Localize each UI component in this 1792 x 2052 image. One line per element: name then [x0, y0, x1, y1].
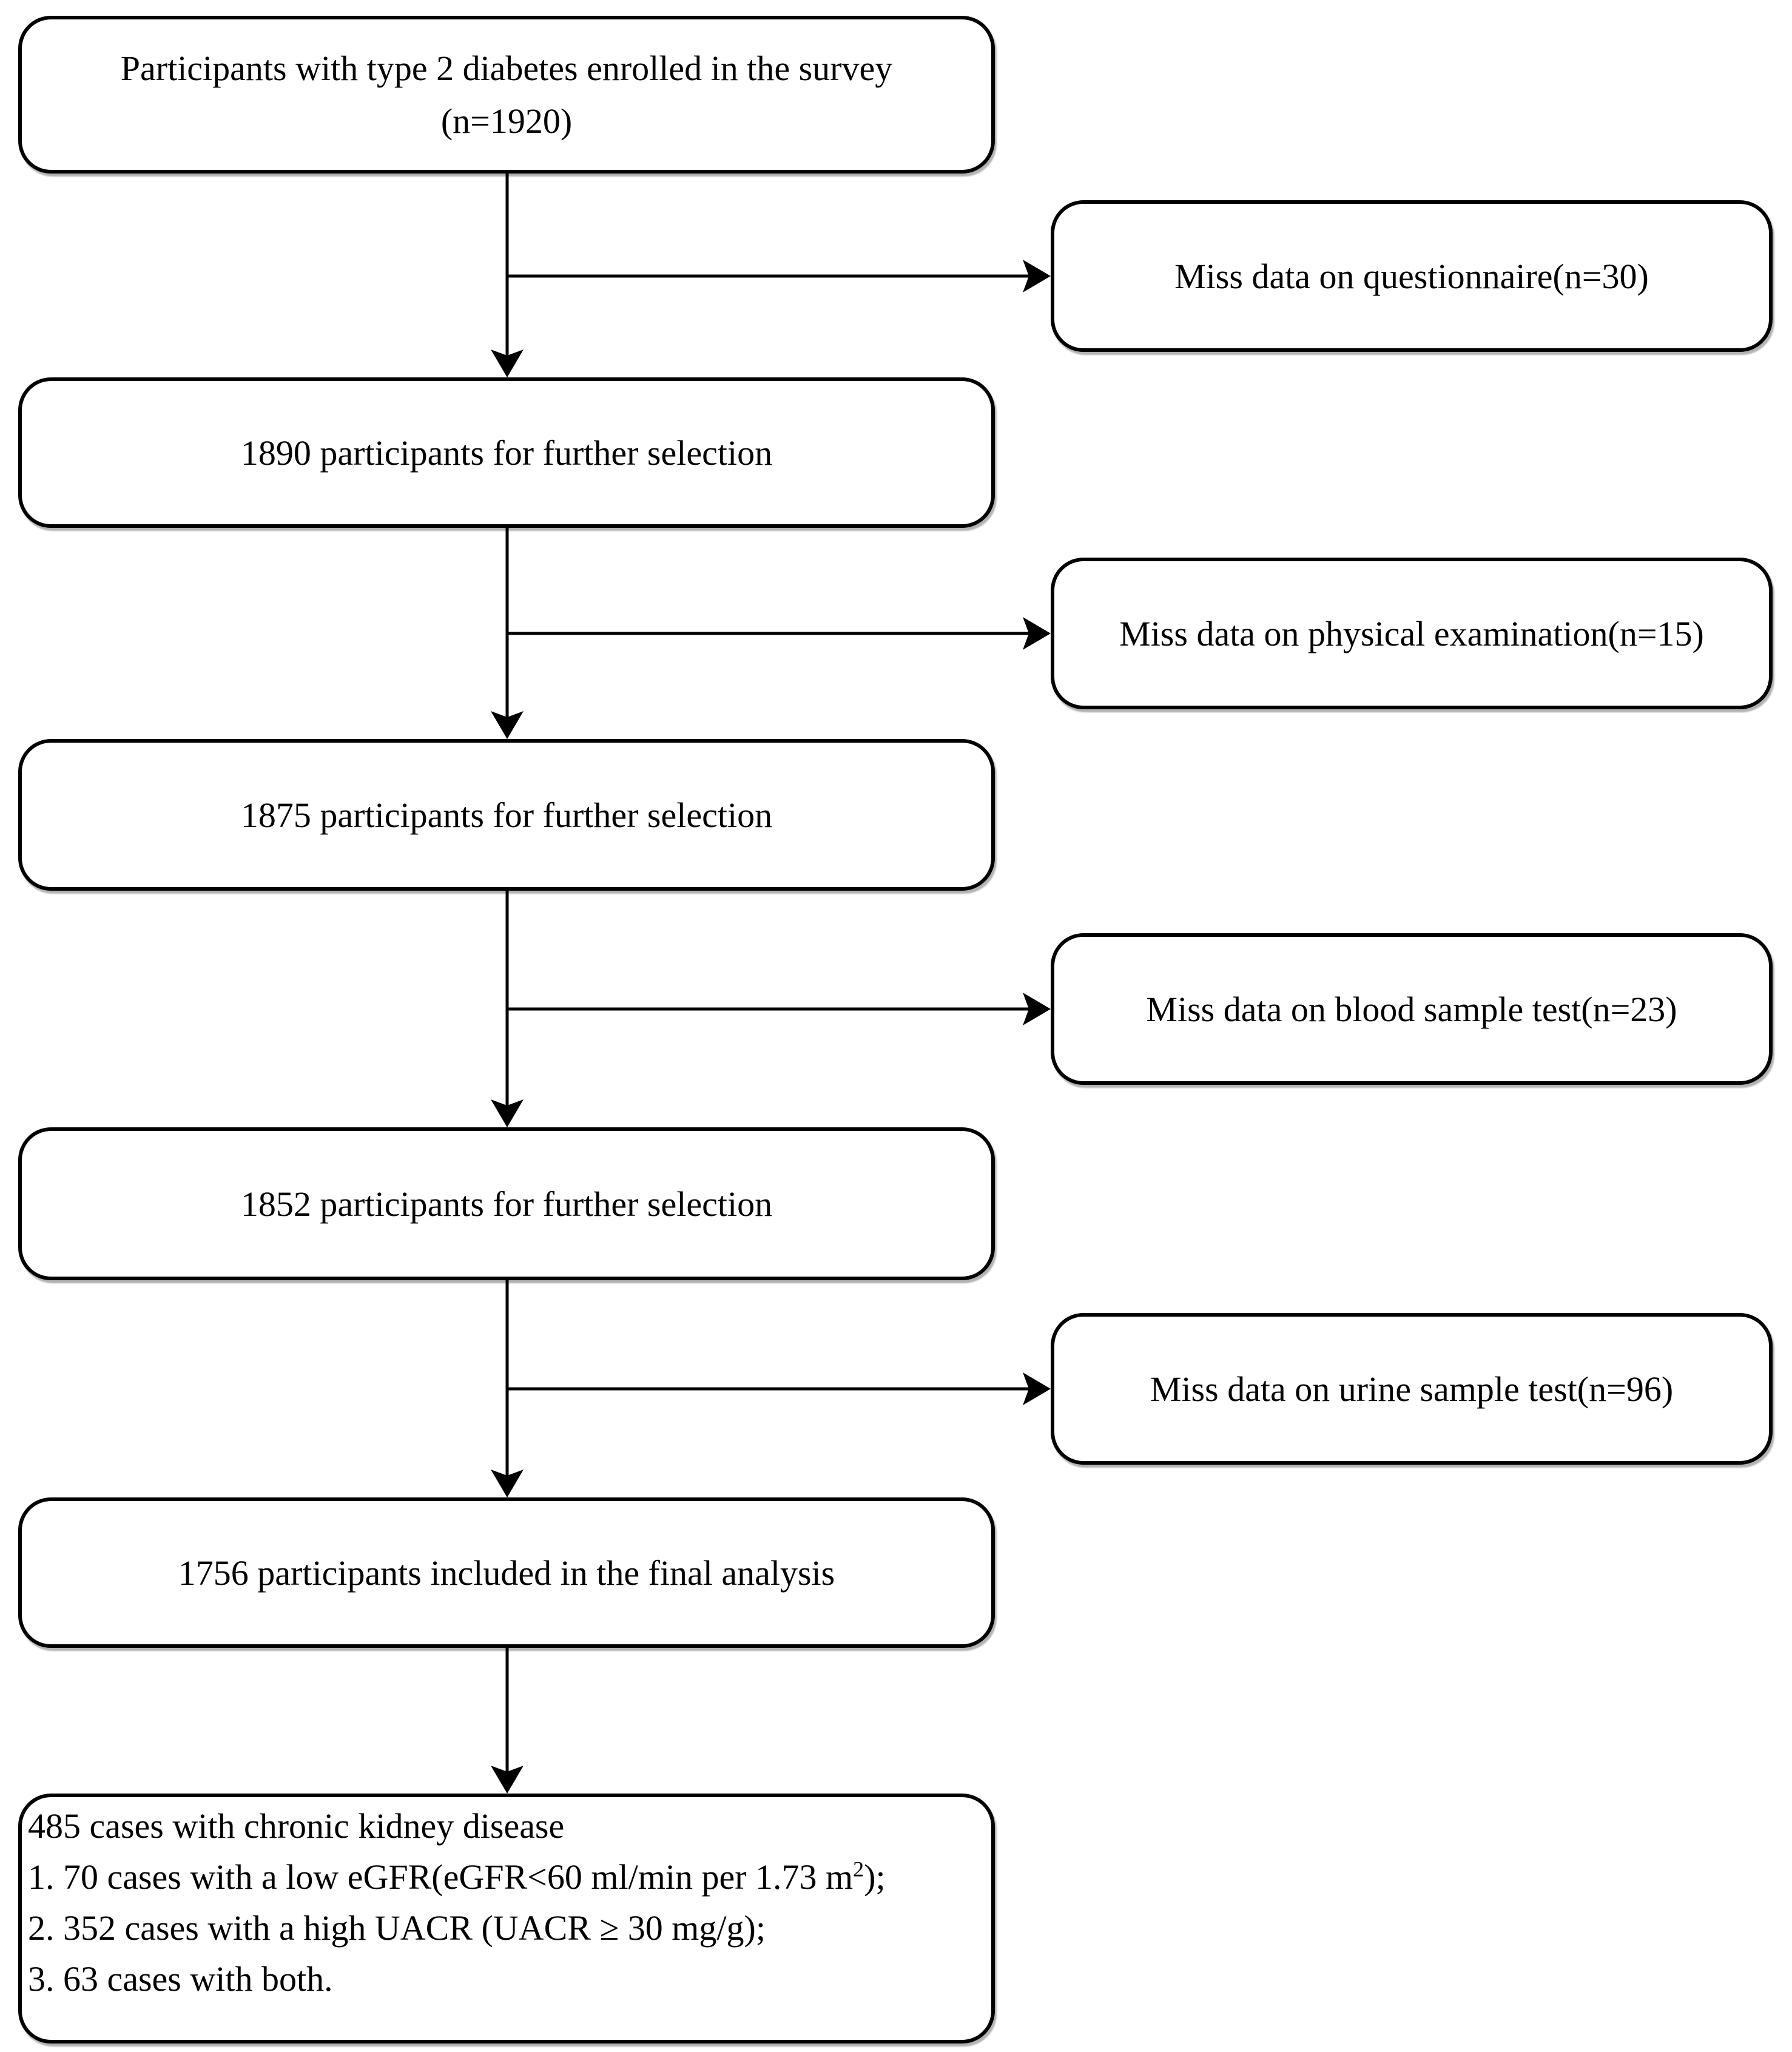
node-selection-1852: 1852 participants for further selection	[18, 1127, 995, 1280]
node-selection-1875-label: 1875 participants for further selection	[240, 795, 773, 835]
ckd-summary-line2-pre: 1. 70 cases with a low eGFR(eGFR<60 ml/m…	[28, 1857, 854, 1897]
node-miss-physical-exam-label: Miss data on physical examination(n=15)	[1119, 613, 1704, 653]
connector-branch-physical	[507, 617, 1051, 650]
node-selection-1875: 1875 participants for further selection	[18, 739, 995, 891]
connector-1890-to-1875	[491, 526, 524, 739]
node-miss-blood-sample: Miss data on blood sample test(n=23)	[1051, 933, 1773, 1085]
node-ckd-summary: 485 cases with chronic kidney disease 1.…	[18, 1794, 995, 2044]
connector-1852-to-1756	[491, 1278, 524, 1497]
ckd-summary-line1: 485 cases with chronic kidney disease	[28, 1806, 565, 1846]
connector-branch-urine	[507, 1372, 1051, 1405]
ckd-summary-line2: 1. 70 cases with a low eGFR(eGFR<60 ml/m…	[28, 1852, 886, 1903]
connector-1756-to-ckd	[491, 1646, 524, 1794]
connector-1875-to-1852	[491, 889, 524, 1127]
node-enrolled-participants: Participants with type 2 diabetes enroll…	[18, 16, 995, 174]
node-enrolled-line2: (n=1920)	[440, 101, 573, 141]
ckd-summary-line2-post: );	[864, 1857, 886, 1897]
node-selection-1890: 1890 participants for further selection	[18, 377, 995, 528]
node-final-analysis-1756: 1756 participants included in the final …	[18, 1497, 995, 1648]
connector-enrolled-to-1890	[491, 172, 524, 377]
node-selection-1890-label: 1890 participants for further selection	[240, 433, 773, 473]
node-miss-questionnaire-label: Miss data on questionnaire(n=30)	[1174, 256, 1649, 296]
node-miss-urine-sample: Miss data on urine sample test(n=96)	[1051, 1313, 1773, 1465]
connector-branch-blood	[507, 993, 1051, 1025]
node-selection-1852-label: 1852 participants for further selection	[240, 1184, 773, 1224]
connector-branch-questionnaire	[507, 260, 1051, 292]
node-enrolled-line1: Participants with type 2 diabetes enroll…	[120, 49, 893, 88]
node-miss-physical-exam: Miss data on physical examination(n=15)	[1051, 558, 1773, 709]
node-miss-questionnaire: Miss data on questionnaire(n=30)	[1051, 200, 1773, 352]
node-miss-urine-sample-label: Miss data on urine sample test(n=96)	[1150, 1369, 1674, 1409]
ckd-summary-line4: 3. 63 cases with both.	[28, 1959, 333, 1999]
node-final-analysis-label: 1756 participants included in the final …	[178, 1553, 835, 1593]
ckd-summary-line3: 2. 352 cases with a high UACR (UACR ≥ 30…	[28, 1908, 766, 1948]
ckd-summary-line2-superscript: 2	[853, 1857, 864, 1882]
node-miss-blood-sample-label: Miss data on blood sample test(n=23)	[1146, 989, 1677, 1029]
